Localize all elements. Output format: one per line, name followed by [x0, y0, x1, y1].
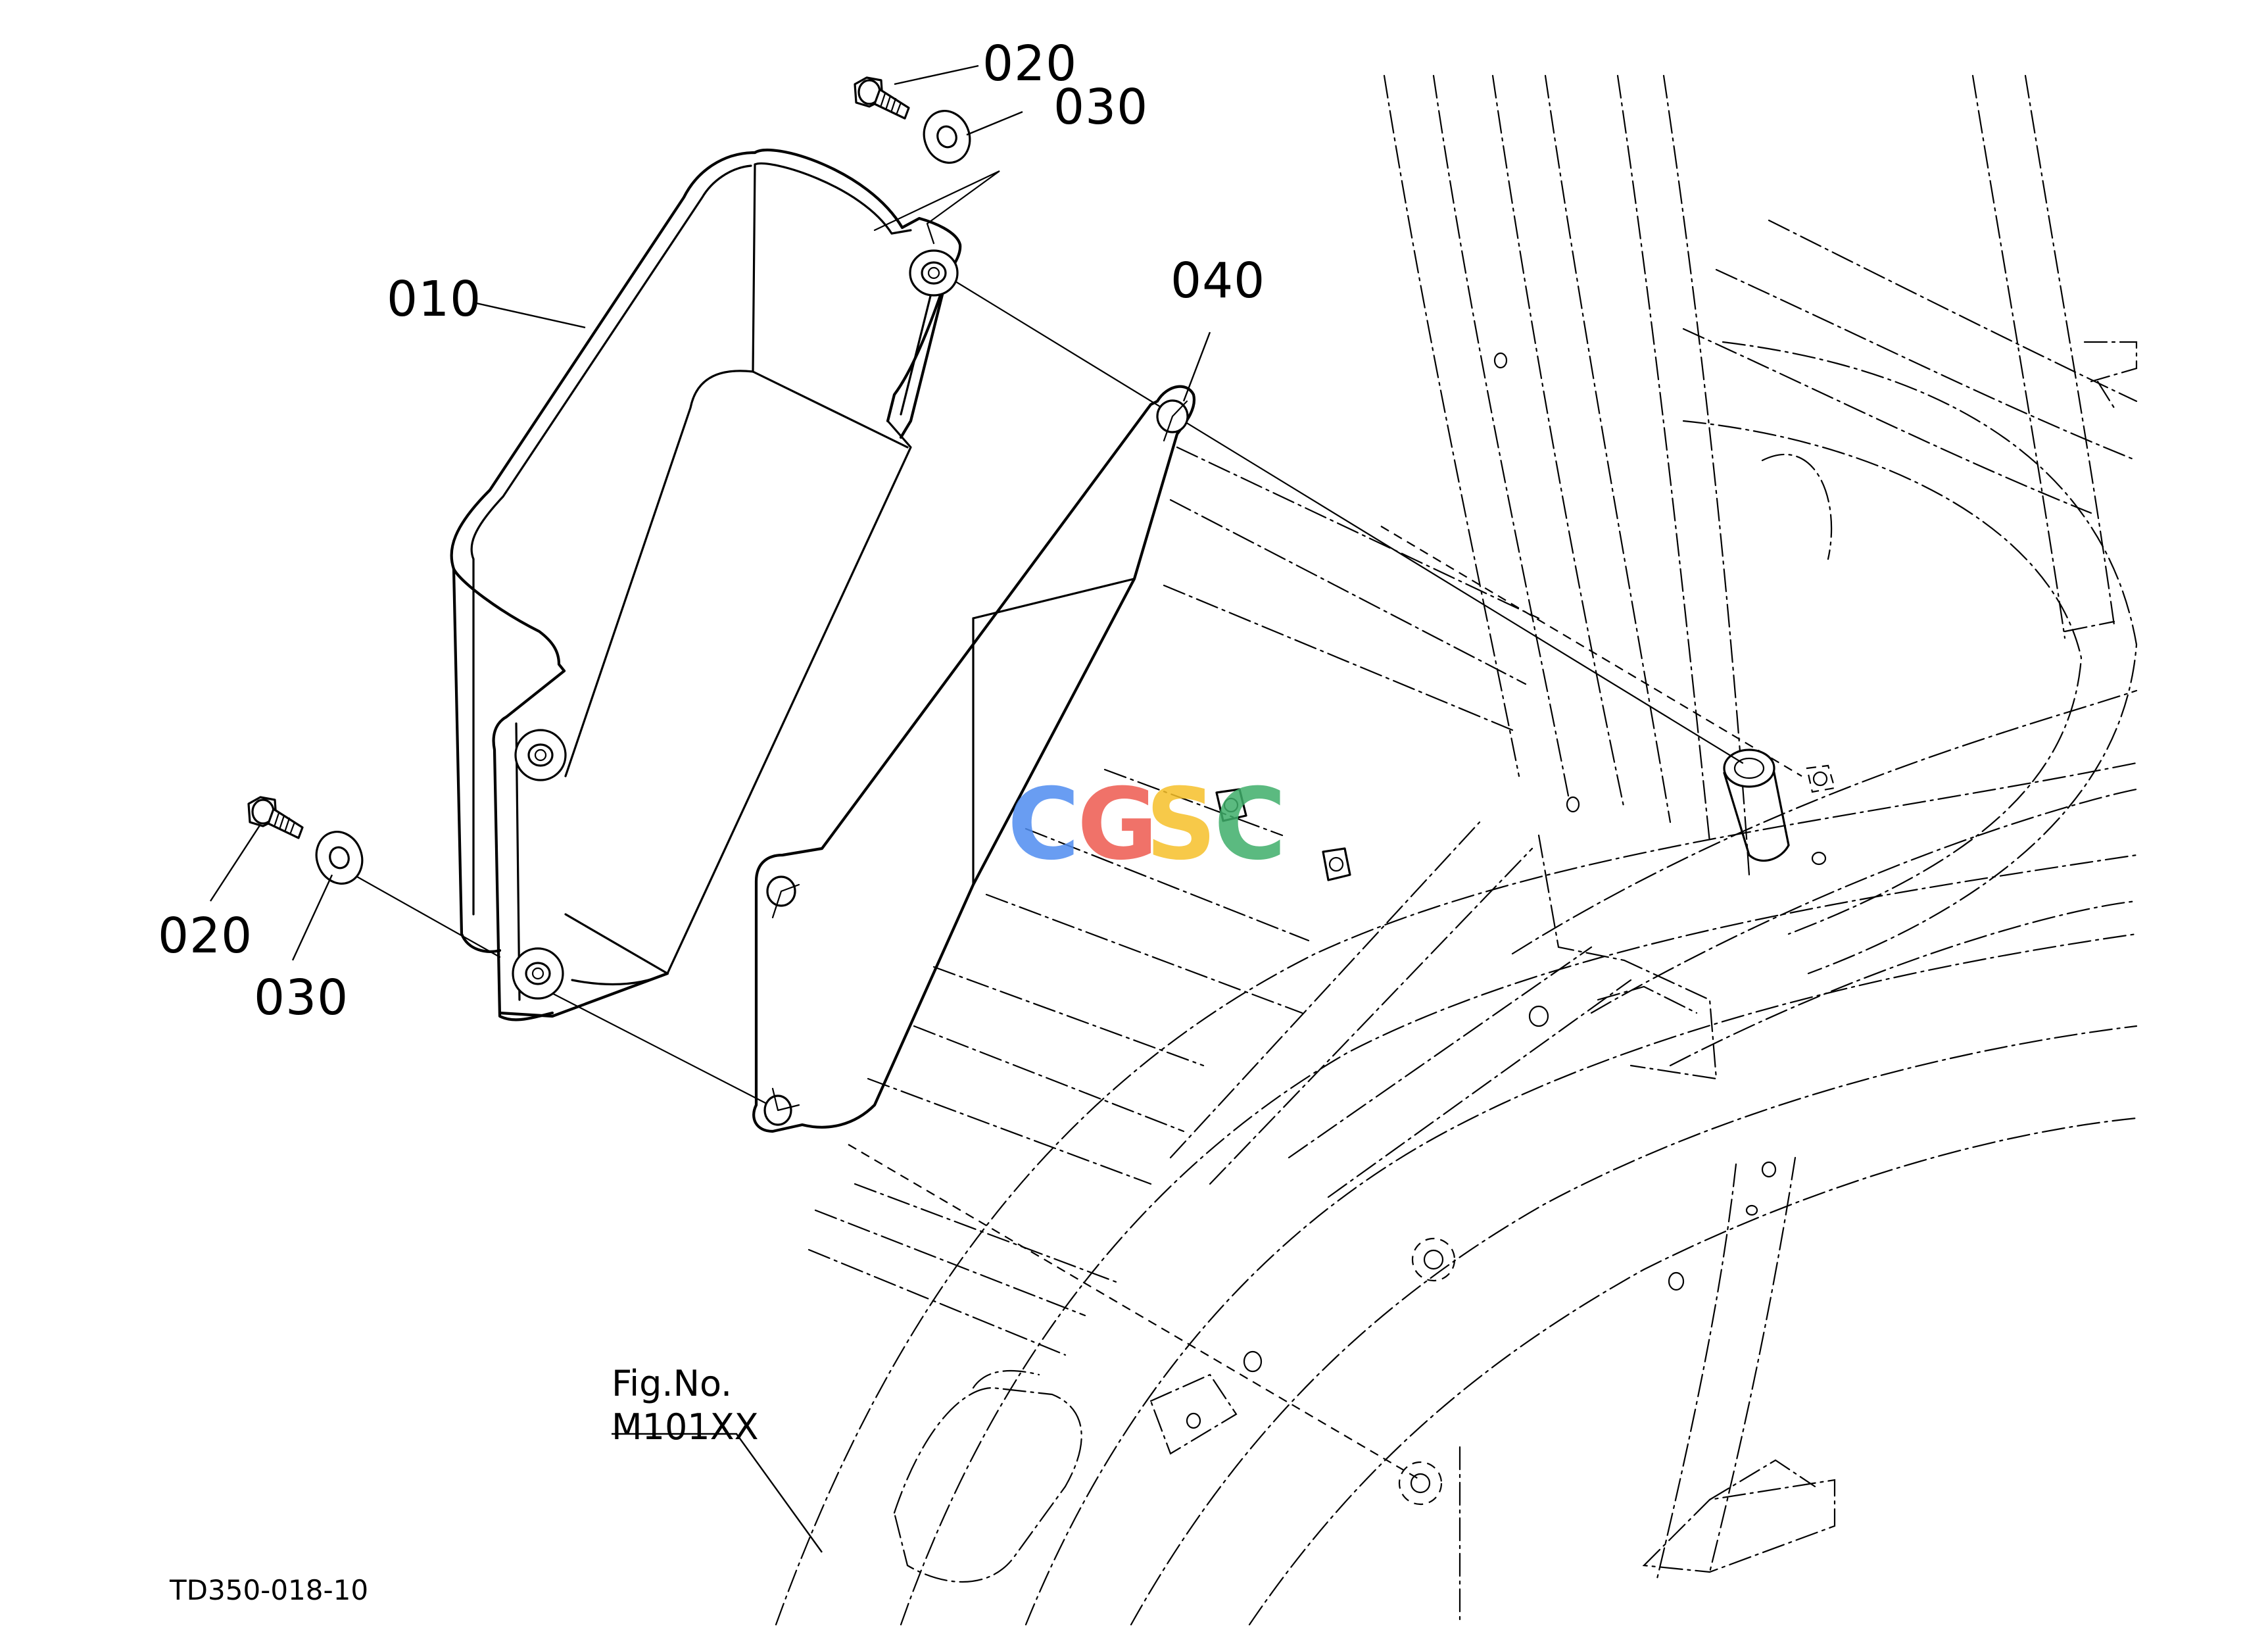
watermark-letter: S	[1146, 768, 1217, 882]
watermark-letter: C	[1007, 768, 1080, 882]
fender-frame-phantom	[775, 74, 2138, 1626]
bolt-left-020	[247, 796, 304, 839]
figure-reference-label: Fig.No.	[612, 1363, 732, 1404]
assembly-centerlines	[341, 170, 1802, 1481]
watermark-logo: C G S C	[1007, 768, 1286, 882]
frame-holes	[1186, 352, 1827, 1429]
washer-left-030	[315, 831, 364, 885]
figure-reference-number: M101XX	[612, 1406, 759, 1448]
frame-bushing	[1723, 749, 1790, 862]
callout-bolt-left: 020	[158, 908, 253, 964]
callout-box: 010	[387, 271, 481, 328]
callout-washer-top: 030	[1053, 79, 1148, 135]
gasket-plate-040	[752, 385, 1196, 1133]
callout-labels: 020 030 010 040 020 030	[158, 36, 1265, 1026]
cage-nuts	[1215, 764, 1836, 881]
figure-reference: Fig.No. M101XX	[612, 1363, 759, 1448]
drawing-number: TD350-018-10	[169, 1574, 368, 1606]
callout-bolt-top: 020	[982, 36, 1077, 92]
callout-washer-left: 030	[254, 970, 349, 1026]
weld-nuts	[1398, 1237, 1456, 1506]
watermark-letter: C	[1214, 768, 1286, 882]
storage-box-010	[450, 149, 962, 1021]
leader-lines	[209, 64, 1211, 1553]
washer-top-030	[923, 110, 971, 164]
bolt-top-020	[854, 76, 910, 120]
callout-gasket: 040	[1170, 253, 1265, 309]
watermark-letter: G	[1077, 768, 1158, 882]
